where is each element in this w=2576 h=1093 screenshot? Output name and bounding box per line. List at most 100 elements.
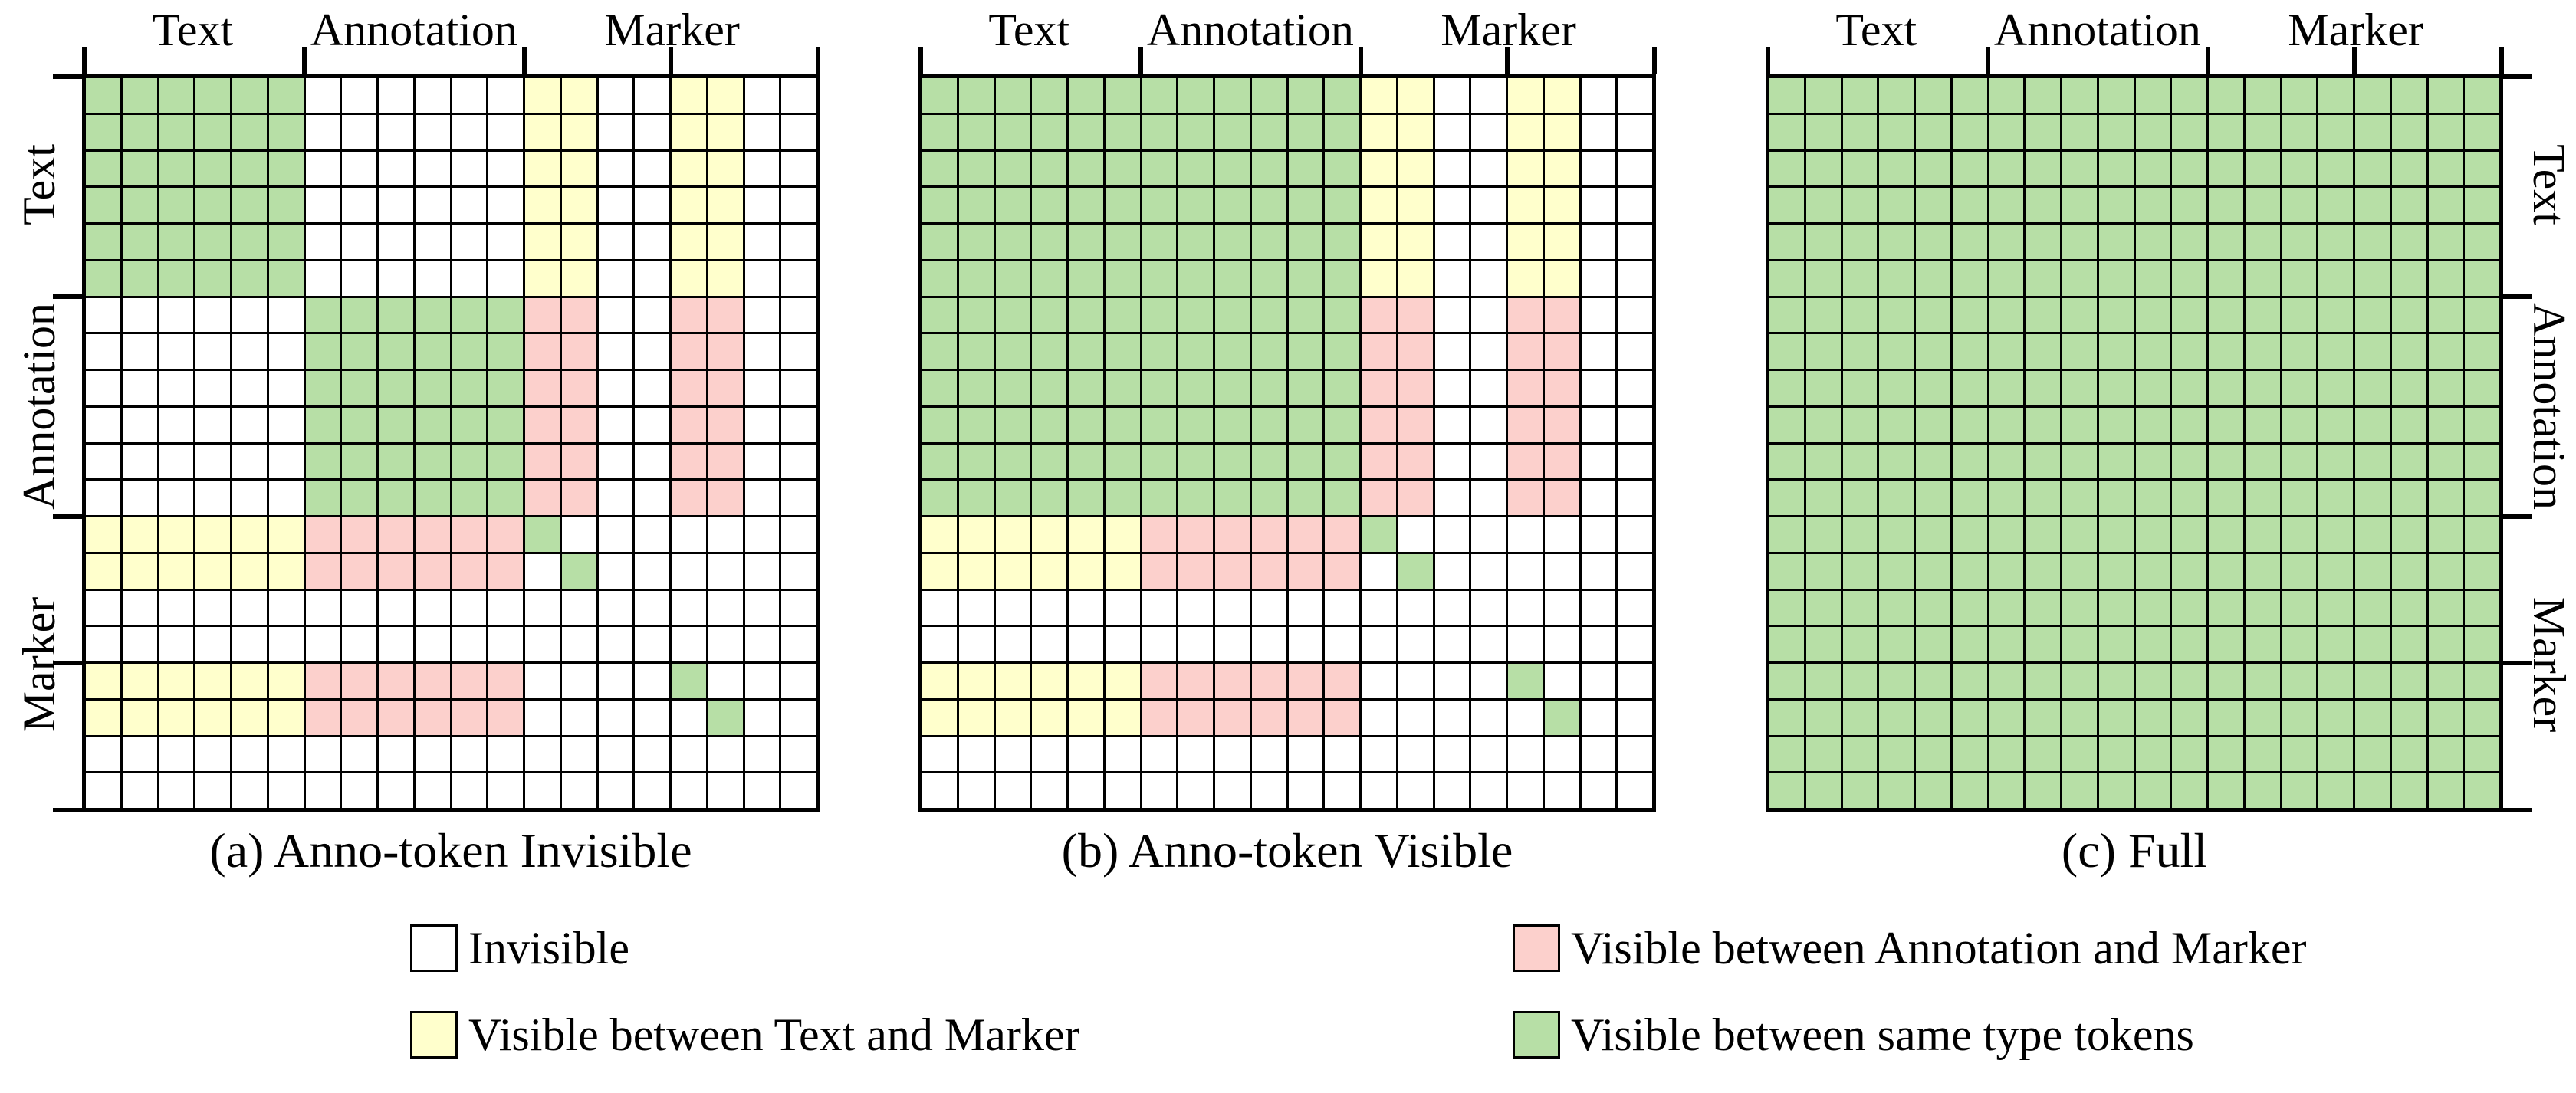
grid-cell: [2062, 78, 2097, 113]
grid-cell: [2355, 188, 2390, 222]
grid-cell: [922, 151, 957, 186]
grid-cell: [1069, 297, 1103, 333]
grid-cell: [1215, 297, 1250, 333]
grid-cell: [1806, 78, 1841, 113]
grid-cell: [2465, 553, 2499, 589]
grid-cell: [1581, 553, 1616, 589]
grid-cell: [1989, 664, 2024, 698]
grid-cell: [1105, 78, 1140, 113]
grid-cell: [1806, 517, 1841, 552]
grid-cell: [1434, 700, 1470, 735]
grid-cell: [1069, 627, 1103, 661]
grid-cell: [2135, 371, 2170, 405]
grid-cell: [159, 553, 194, 589]
grid-cell: [1362, 78, 1396, 113]
grid-cell: [86, 517, 120, 552]
grid-cell: [488, 407, 523, 442]
grid-cell: [1989, 78, 2024, 113]
grid-cell: [1032, 151, 1066, 186]
grid-cell: [452, 371, 487, 405]
grid-cell: [922, 481, 957, 515]
grid-cell: [268, 481, 304, 515]
grid-cell: [598, 297, 633, 333]
grid-cell: [1879, 78, 1914, 113]
grid-cell: [452, 297, 487, 333]
grid-cell: [1325, 627, 1359, 661]
grid-cell: [1508, 553, 1543, 589]
grid-cell: [196, 590, 230, 625]
grid-cell: [2355, 664, 2390, 698]
grid-cell: [781, 225, 816, 259]
grid-cell: [1581, 261, 1616, 296]
grid-cell: [2026, 225, 2060, 259]
grid-cell: [1806, 297, 1841, 333]
grid-cell: [1178, 407, 1213, 442]
grid-cell: [2245, 78, 2280, 113]
grid-cell: [2098, 444, 2134, 479]
grid-cell: [1362, 590, 1396, 625]
grid-cell: [196, 700, 230, 735]
axis-tick: [53, 661, 82, 666]
grid-cell: [2062, 664, 2097, 698]
grid-cell: [598, 114, 633, 149]
grid-cell: [1618, 78, 1652, 113]
grid-cell: [1806, 553, 1841, 589]
grid-cell: [268, 78, 304, 113]
grid-cell: [1989, 553, 2024, 589]
grid-cell: [672, 773, 706, 808]
grid-cell: [672, 590, 706, 625]
grid-cell: [1434, 225, 1470, 259]
grid-cell: [1806, 407, 1841, 442]
grid-cell: [1142, 334, 1177, 369]
grid-cell: [1434, 553, 1470, 589]
grid-cell: [1178, 517, 1213, 552]
grid-cell: [452, 517, 487, 552]
grid-cell: [1471, 188, 1506, 222]
grid-cell: [268, 773, 304, 808]
grid-cell: [2465, 517, 2499, 552]
grid-cell: [2282, 590, 2317, 625]
grid-cell: [1434, 773, 1470, 808]
grid-cell: [781, 553, 816, 589]
grid-cell: [1544, 481, 1579, 515]
grid-cell: [232, 444, 267, 479]
grid-cell: [1325, 444, 1359, 479]
grid-cell: [1952, 261, 1987, 296]
grid-cell: [1325, 334, 1359, 369]
grid-cell: [995, 444, 1030, 479]
grid-cell: [2391, 334, 2426, 369]
grid-cell: [86, 114, 120, 149]
grid-cell: [159, 517, 194, 552]
grid-cell: [922, 225, 957, 259]
grid-cell: [1398, 481, 1433, 515]
grid-cell: [86, 371, 120, 405]
grid-cell: [1434, 444, 1470, 479]
grid-cell: [1952, 371, 1987, 405]
legend-swatch-same-type: [1513, 1011, 1560, 1059]
grid-cell: [922, 78, 957, 113]
grid-cell: [1398, 225, 1433, 259]
grid-cell: [781, 188, 816, 222]
grid-cell: [1398, 114, 1433, 149]
grid-cell: [2355, 225, 2390, 259]
grid-cell: [525, 261, 560, 296]
grid-cell: [159, 151, 194, 186]
grid-cell: [744, 371, 780, 405]
grid-cell: [2465, 188, 2499, 222]
grid-cell: [1215, 114, 1250, 149]
row-group-label-annotation: Annotation: [14, 302, 64, 510]
grid-cell: [488, 151, 523, 186]
grid-cell: [2062, 481, 2097, 515]
grid-cell: [2428, 297, 2463, 333]
grid-cell: [2318, 627, 2353, 661]
grid-cell: [1325, 590, 1359, 625]
grid-cell: [2391, 297, 2426, 333]
grid-cell: [1142, 700, 1177, 735]
grid-cell: [1325, 773, 1359, 808]
grid-cell: [488, 444, 523, 479]
grid-cell: [305, 151, 340, 186]
grid-cell: [268, 114, 304, 149]
grid-cell: [196, 151, 230, 186]
grid-cell: [1508, 151, 1543, 186]
grid-cell: [922, 188, 957, 222]
